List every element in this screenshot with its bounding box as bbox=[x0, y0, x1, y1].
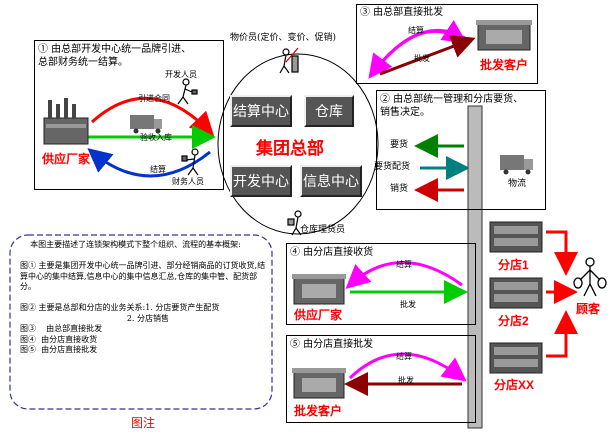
customer-icon bbox=[573, 257, 607, 297]
panel-5-caption: ⑤ 由分店直接批发 bbox=[290, 339, 374, 350]
store1-customer-arrow bbox=[546, 230, 578, 276]
quad-development: 开发中心 bbox=[230, 165, 292, 197]
truck-icon-1 bbox=[130, 115, 162, 134]
hq-title: 集团总部 bbox=[256, 139, 324, 158]
store-icon-2 bbox=[489, 277, 543, 309]
logistics-label: 物流 bbox=[508, 179, 527, 189]
store-icon-xx bbox=[489, 342, 543, 374]
store-icon-1 bbox=[489, 221, 543, 253]
p3-settle-arc-dir bbox=[368, 28, 469, 79]
p1-intro-arc bbox=[90, 96, 215, 137]
supplier-label-4: 供应厂家 bbox=[294, 308, 343, 322]
panel-4 bbox=[286, 243, 476, 325]
truck-icon-2 bbox=[500, 155, 533, 175]
warehouse-staff-label: 仓库理货员 bbox=[300, 225, 346, 235]
goods-staff-icon bbox=[279, 47, 299, 74]
notes-text: 本图主要描述了连锁架构模式下整个组织、流程的基本概架: 图① 主要是集团开发中心… bbox=[20, 240, 266, 354]
distribute-label: 要货配货 bbox=[374, 162, 411, 172]
storexx-customer-arrow bbox=[546, 310, 578, 358]
dev-staff-label: 开发人员 bbox=[165, 70, 197, 79]
request-label: 要货 bbox=[390, 140, 409, 150]
p1-settle-label: 结算 bbox=[150, 165, 166, 174]
p4-settle-label: 结算 bbox=[396, 260, 412, 269]
quad-warehouse: 仓库 bbox=[304, 95, 354, 127]
panel-5 bbox=[286, 335, 476, 423]
p5-settle-label: 结算 bbox=[396, 352, 412, 361]
p3-settle-label: 结算 bbox=[408, 26, 424, 35]
p4-settle-arc bbox=[345, 261, 463, 290]
goods-staff-label: 物价员(定价、变价、促销) bbox=[230, 33, 337, 43]
store-label-xx: 分店XX bbox=[494, 378, 535, 392]
panel-1-caption: ① 由总部开发中心统一品牌引进、 总部财务统一结算。 bbox=[38, 44, 192, 68]
wholesale-customer-label-5: 批发客户 bbox=[294, 404, 343, 418]
panel-2 bbox=[376, 90, 546, 210]
building-icon-3 bbox=[476, 20, 532, 51]
receive-store-label: 验收入库 bbox=[140, 133, 172, 142]
p5-wholesale-label: 批发 bbox=[398, 376, 414, 385]
notes-frame bbox=[9, 234, 273, 410]
sell-label: 销货 bbox=[390, 184, 409, 194]
wholesale-customer-label-3: 批发客户 bbox=[480, 58, 529, 72]
panel-4-caption: ④ 由分店直接收货 bbox=[290, 247, 374, 258]
supplier-label-1: 供应厂家 bbox=[42, 152, 91, 166]
dev-staff-icon bbox=[177, 78, 198, 105]
p3-wholesale-label: 批发 bbox=[414, 54, 430, 63]
p4-wholesale-label: 批发 bbox=[400, 300, 416, 309]
panel-3-caption: ③ 由总部直接批发 bbox=[360, 7, 444, 18]
quad-settlement: 结算中心 bbox=[230, 95, 292, 127]
building-icon-4 bbox=[292, 274, 346, 305]
customer-label: 顾客 bbox=[576, 302, 601, 316]
store-label-1: 分店1 bbox=[498, 258, 529, 272]
p3-wholesale-line bbox=[379, 35, 476, 76]
intro-contract-label: 引进合同 bbox=[138, 94, 170, 103]
store-label-2: 分店2 bbox=[498, 314, 529, 328]
panel-2-caption: ② 由总部统一管理和分店要货、 销售决定。 bbox=[380, 94, 524, 118]
warehouse-staff-icon bbox=[287, 210, 302, 236]
p5-settle-arc bbox=[348, 352, 467, 382]
building-icon-5 bbox=[292, 368, 346, 399]
quad-information: 信息中心 bbox=[300, 165, 362, 197]
p1-settle-arc bbox=[87, 148, 211, 178]
panel-3 bbox=[356, 4, 538, 84]
finance-staff-icon bbox=[181, 148, 199, 176]
panel-1 bbox=[34, 40, 224, 190]
notes-label: 图注 bbox=[128, 414, 159, 431]
factory-icon-1 bbox=[43, 98, 89, 145]
finance-staff-label: 财务人员 bbox=[172, 177, 204, 186]
